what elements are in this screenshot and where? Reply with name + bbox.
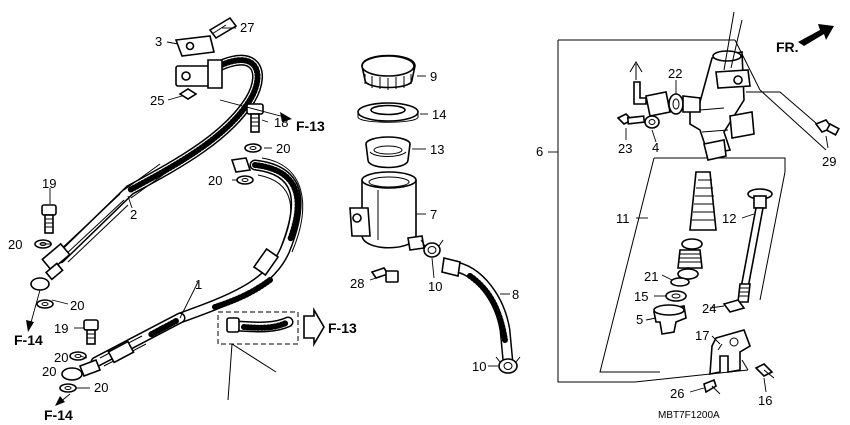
callout-27: 27 xyxy=(240,20,254,35)
callout-2: 2 xyxy=(130,207,137,222)
joint-pin-16 xyxy=(754,363,775,379)
callout-13: 13 xyxy=(430,142,444,157)
front-direction-label: FR. xyxy=(776,39,799,55)
callout-25: 25 xyxy=(150,93,164,108)
callout-4: 4 xyxy=(652,140,659,155)
callout-3: 3 xyxy=(155,34,162,49)
master-cylinder-body xyxy=(689,11,825,161)
cotter-pin-26 xyxy=(703,378,721,395)
callout-21: 21 xyxy=(644,269,658,284)
circlip-21 xyxy=(670,277,690,287)
callout-22: 22 xyxy=(668,66,682,81)
callout-26: 26 xyxy=(670,386,684,401)
hose-clip-10-upper xyxy=(420,239,444,258)
callout-10-lower: 10 xyxy=(472,359,486,374)
bolt-29 xyxy=(814,119,840,136)
screw-23 xyxy=(616,113,646,125)
callout-1: 1 xyxy=(195,277,202,292)
brake-hose-1 xyxy=(61,157,304,381)
piston-5 xyxy=(653,304,687,335)
callout-12: 12 xyxy=(722,211,736,226)
callout-20-d: 20 xyxy=(70,298,84,313)
ref-f13-upper: F-13 xyxy=(296,118,325,134)
reservoir-plate-14 xyxy=(357,102,419,123)
callout-leaders xyxy=(40,75,829,393)
callout-8: 8 xyxy=(512,287,519,302)
diagram-code: MBT7F1200A xyxy=(658,410,720,421)
callout-19-lower: 19 xyxy=(54,321,68,336)
union-bolt-19-upper xyxy=(41,204,57,234)
brake-hose-2 xyxy=(30,54,263,291)
callout-20-b: 20 xyxy=(208,173,222,188)
callout-7: 7 xyxy=(430,207,437,222)
callout-20-c: 20 xyxy=(8,237,22,252)
piston-kit-outline-11 xyxy=(599,157,786,373)
callout-28: 28 xyxy=(350,276,364,291)
callout-20-f: 20 xyxy=(94,380,108,395)
front-direction-arrow xyxy=(798,24,834,46)
hose-fitting-upper xyxy=(174,16,238,100)
o-ring-4 xyxy=(644,115,660,129)
ref-f14-upper: F-14 xyxy=(14,332,43,348)
callout-11: 11 xyxy=(616,211,630,226)
piston-spring xyxy=(681,171,717,250)
callout-16: 16 xyxy=(758,393,772,408)
callout-14: 14 xyxy=(432,107,446,122)
reservoir-hose-8 xyxy=(441,257,514,368)
callout-9: 9 xyxy=(430,69,437,84)
callout-29: 29 xyxy=(822,154,836,169)
piston-cup-stack xyxy=(677,249,703,280)
push-rod-12 xyxy=(737,188,773,303)
callout-6: 6 xyxy=(536,144,543,159)
callout-10-upper: 10 xyxy=(428,279,442,294)
union-bolt-19-lower xyxy=(83,319,99,345)
callout-20-e: 20 xyxy=(54,350,68,365)
nut-24 xyxy=(722,299,746,313)
ref-f13-lower: F-13 xyxy=(328,320,357,336)
brake-reservoir-7 xyxy=(349,171,425,251)
clevis-17 xyxy=(709,329,751,375)
callout-18: 18 xyxy=(274,115,288,130)
f14-arrows xyxy=(26,289,71,406)
callout-20-a: 20 xyxy=(276,141,290,156)
callout-20-g: 20 xyxy=(42,364,56,379)
f13-arrow-upper xyxy=(219,99,292,122)
callout-19-upper: 19 xyxy=(42,176,56,191)
reservoir-joint-22 xyxy=(629,61,701,117)
hose-clip-10-lower xyxy=(495,356,521,374)
bolt-28 xyxy=(370,267,399,283)
callout-5: 5 xyxy=(636,312,643,327)
hose-clip-detail xyxy=(217,307,325,401)
reservoir-diaphragm-13 xyxy=(365,136,411,169)
reservoir-cap-9 xyxy=(361,54,416,90)
callout-23: 23 xyxy=(618,141,632,156)
callout-24: 24 xyxy=(702,301,716,316)
ref-f14-lower: F-14 xyxy=(44,407,73,423)
callout-15: 15 xyxy=(634,289,648,304)
callout-17: 17 xyxy=(695,328,709,343)
boot-15 xyxy=(665,290,687,302)
